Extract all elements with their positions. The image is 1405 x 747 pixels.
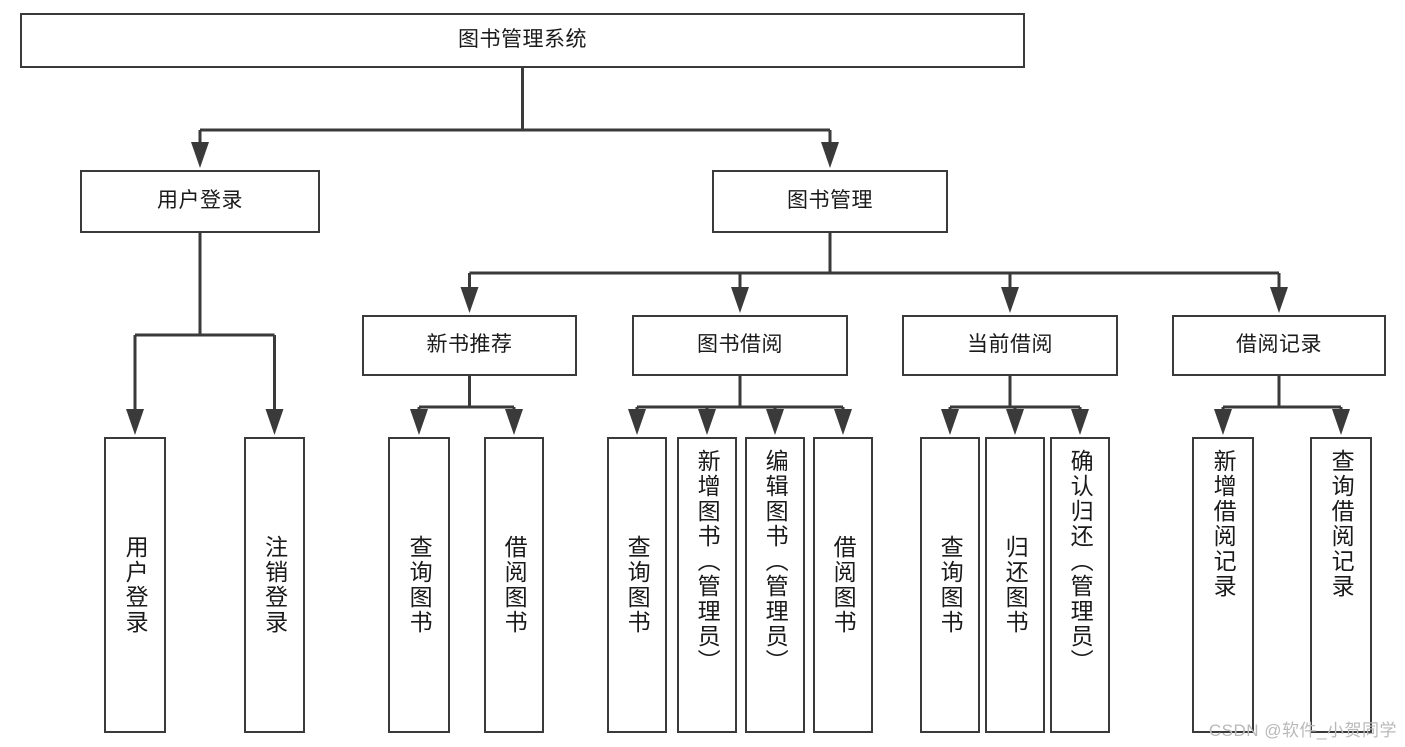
- node-label: 新书推荐: [426, 333, 513, 357]
- node-label: 归还图书: [1002, 535, 1029, 635]
- node-label: 借阅图书: [501, 535, 528, 635]
- node-label: 查询图书: [624, 535, 651, 635]
- node-label: 查询图书: [937, 535, 964, 635]
- arrow-head: [505, 409, 523, 435]
- node-label: 确认归还（管理员）: [1067, 449, 1094, 674]
- arrow-head: [1214, 409, 1232, 435]
- node-label: 新增图书（管理员）: [694, 449, 721, 674]
- node-label: 查询借阅记录: [1328, 449, 1355, 599]
- node-label: 新增借阅记录: [1210, 449, 1237, 599]
- arrow-head: [821, 142, 839, 168]
- arrow-head: [1071, 409, 1089, 435]
- arrow-head: [126, 409, 144, 435]
- node-leaf-bb-query[interactable]: 查询图书: [607, 437, 667, 733]
- node-leaf-cb-return[interactable]: 归还图书: [985, 437, 1045, 733]
- node-leaf-br-add[interactable]: 新增借阅记录: [1192, 437, 1254, 733]
- node-label: 用户登录: [122, 535, 149, 635]
- arrow-head: [410, 409, 428, 435]
- arrow-head: [1001, 287, 1019, 313]
- node-borrow-rec[interactable]: 借阅记录: [1172, 315, 1386, 376]
- node-leaf-cb-confirm[interactable]: 确认归还（管理员）: [1050, 437, 1110, 733]
- node-cur-borrow[interactable]: 当前借阅: [902, 315, 1118, 376]
- node-leaf-bb-edit[interactable]: 编辑图书（管理员）: [745, 437, 805, 733]
- node-leaf-user-logout[interactable]: 注销登录: [244, 437, 305, 733]
- arrow-head: [1270, 287, 1288, 313]
- node-leaf-cb-query[interactable]: 查询图书: [920, 437, 980, 733]
- node-label: 查询图书: [406, 535, 433, 635]
- node-label: 借阅记录: [1236, 333, 1322, 357]
- node-label: 图书借阅: [697, 333, 783, 357]
- csdn-watermark: CSDN @软件_小贺同学: [1208, 721, 1397, 740]
- arrow-head: [628, 409, 646, 435]
- arrow-head: [191, 142, 209, 168]
- node-label: 图书管理系统: [458, 28, 587, 52]
- node-label: 图书管理: [787, 189, 873, 213]
- arrow-head: [698, 409, 716, 435]
- node-leaf-bb-borrow[interactable]: 借阅图书: [813, 437, 873, 733]
- node-leaf-br-query[interactable]: 查询借阅记录: [1310, 437, 1372, 733]
- node-label: 注销登录: [261, 535, 288, 635]
- node-book-borrow[interactable]: 图书借阅: [632, 315, 848, 376]
- node-leaf-rec-borrow[interactable]: 借阅图书: [484, 437, 544, 733]
- node-label: 编辑图书（管理员）: [762, 449, 789, 674]
- node-leaf-rec-query[interactable]: 查询图书: [388, 437, 450, 733]
- arrow-head: [834, 409, 852, 435]
- node-label: 借阅图书: [830, 535, 857, 635]
- arrow-head: [265, 409, 284, 435]
- arrow-head: [460, 287, 479, 313]
- node-user-login[interactable]: 用户登录: [80, 170, 320, 233]
- node-leaf-user-login[interactable]: 用户登录: [104, 437, 166, 733]
- arrow-head: [1332, 409, 1350, 435]
- node-label: 用户登录: [157, 189, 243, 213]
- node-root[interactable]: 图书管理系统: [20, 13, 1025, 68]
- arrow-head: [766, 409, 784, 435]
- arrow-head: [1006, 409, 1024, 435]
- arrow-head: [941, 409, 959, 435]
- node-label: 当前借阅: [967, 333, 1053, 357]
- node-leaf-bb-add[interactable]: 新增图书（管理员）: [677, 437, 737, 733]
- node-new-book-rec[interactable]: 新书推荐: [362, 315, 577, 376]
- node-book-mgmt[interactable]: 图书管理: [712, 170, 948, 233]
- arrow-head: [731, 287, 749, 313]
